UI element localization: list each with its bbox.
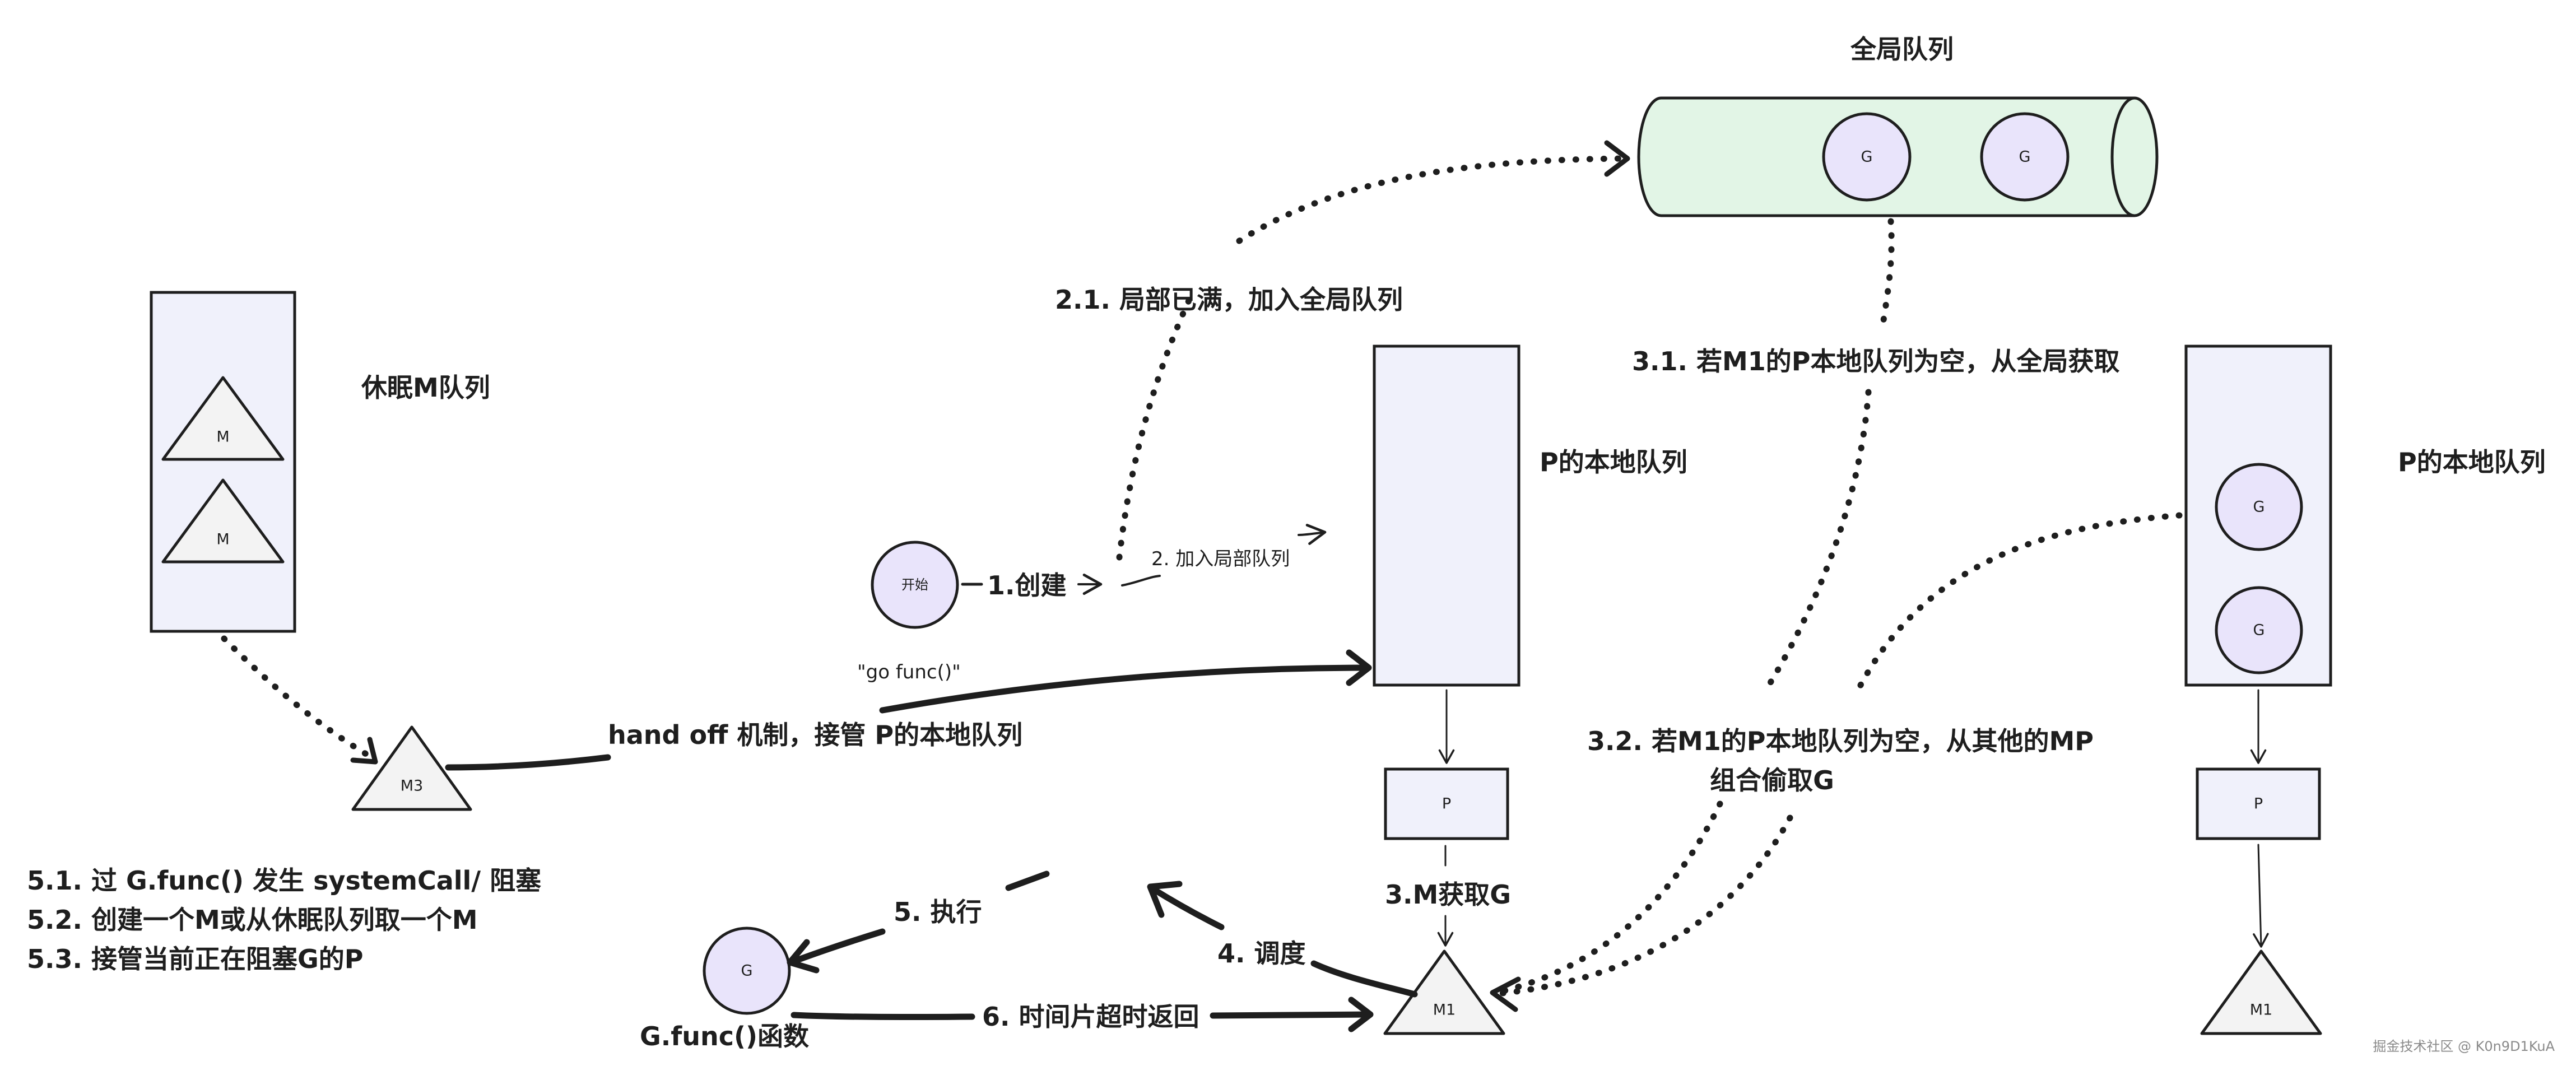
svg-text:5. 执行: 5. 执行 bbox=[894, 897, 982, 927]
right-p-queue-title: P的本地队列 bbox=[2398, 447, 2546, 477]
right-machine-m1: M1 bbox=[2200, 949, 2322, 1035]
g-func-caption: G.func()函数 bbox=[640, 1021, 809, 1051]
edge-handoff: "go func()" hand off 机制，接管 P的本地队列 bbox=[445, 649, 1372, 771]
note-1: 5.1. 过 G.func() 发生 systemCall/ 阻塞 bbox=[27, 865, 541, 896]
note-2: 5.2. 创建一个M或从休眠队列取一个M bbox=[27, 905, 478, 935]
edge-add-local: 2. 加入局部队列 bbox=[1121, 524, 1327, 586]
svg-text:G: G bbox=[2019, 148, 2031, 166]
svg-text:M: M bbox=[216, 531, 229, 548]
right-p-local-queue: G G bbox=[2184, 345, 2332, 687]
global-queue-g1: G bbox=[1822, 112, 1912, 202]
right-processor-p: P bbox=[2196, 767, 2321, 840]
svg-text:M3: M3 bbox=[401, 778, 423, 795]
svg-text:组合偷取G: 组合偷取G bbox=[1710, 765, 1834, 795]
global-queue: G G bbox=[1637, 96, 2159, 217]
sleep-m-queue: M M bbox=[150, 291, 296, 633]
start-node: 开始 bbox=[871, 541, 959, 629]
edge-sleep-to-m3 bbox=[221, 635, 378, 765]
svg-text:G: G bbox=[2253, 622, 2265, 639]
right-queue-g1: G bbox=[2215, 463, 2303, 551]
svg-text:开始: 开始 bbox=[901, 577, 928, 593]
notes: 5.1. 过 G.func() 发生 systemCall/ 阻塞 5.2. 创… bbox=[27, 865, 541, 974]
left-p-queue-title: P的本地队列 bbox=[1540, 447, 1687, 477]
g-func-node: G bbox=[703, 927, 791, 1015]
left-p-local-queue bbox=[1373, 345, 1521, 687]
svg-text:2. 加入局部队列: 2. 加入局部队列 bbox=[1151, 548, 1290, 570]
edge-execute: 5. 执行 bbox=[787, 870, 1050, 974]
edge-m-get-g: 3.M获取G bbox=[1385, 845, 1511, 947]
edge-right-p-to-m1 bbox=[2253, 844, 2269, 948]
svg-text:hand off 机制，接管 P的本地队列: hand off 机制，接管 P的本地队列 bbox=[608, 720, 1022, 750]
svg-text:1.创建: 1.创建 bbox=[987, 570, 1066, 600]
svg-text:P: P bbox=[2254, 795, 2263, 813]
svg-text:4. 调度: 4. 调度 bbox=[1217, 938, 1306, 969]
svg-text:G: G bbox=[741, 962, 753, 980]
edge-schedule: 4. 调度 bbox=[1147, 881, 1418, 998]
edge-local-full-to-global: 2.1. 局部已满，加入全局队列 bbox=[1055, 140, 1630, 561]
edge-global-fetch: 3.1. 若M1的P本地队列为空，从全局获取 bbox=[1498, 218, 2119, 995]
svg-text:G: G bbox=[1861, 148, 1873, 166]
svg-text:2.1. 局部已满，加入全局队列: 2.1. 局部已满，加入全局队列 bbox=[1055, 285, 1403, 315]
svg-text:G: G bbox=[2253, 499, 2265, 516]
note-3: 5.3. 接管当前正在阻塞G的P bbox=[27, 944, 363, 974]
svg-text:3.M获取G: 3.M获取G bbox=[1385, 879, 1511, 910]
edge-timeslice: 6. 时间片超时返回 bbox=[791, 997, 1374, 1032]
svg-text:M1: M1 bbox=[2250, 1002, 2272, 1019]
svg-text:M: M bbox=[216, 429, 229, 446]
right-queue-g2: G bbox=[2215, 586, 2303, 674]
left-processor-p: P bbox=[1384, 767, 1509, 840]
sleep-queue-m2: M bbox=[161, 478, 285, 564]
svg-text:M1: M1 bbox=[1433, 1002, 1456, 1019]
sleep-queue-m1: M bbox=[161, 376, 285, 461]
m3-node: M3 bbox=[351, 725, 472, 811]
edge-create: 1.创建 bbox=[961, 570, 1103, 600]
svg-text:6. 时间片超时返回: 6. 时间片超时返回 bbox=[982, 1002, 1199, 1032]
global-queue-title: 全局队列 bbox=[1850, 34, 1954, 64]
svg-text:P: P bbox=[1442, 795, 1451, 813]
svg-text:"go func()": "go func()" bbox=[857, 661, 961, 683]
svg-text:3.2. 若M1的P本地队列为空，从其他的MP: 3.2. 若M1的P本地队列为空，从其他的MP bbox=[1587, 726, 2094, 756]
watermark: 掘金技术社区 @ K0n9D1KuA bbox=[2373, 1039, 2555, 1054]
sleep-m-queue-title: 休眠M队列 bbox=[361, 373, 490, 403]
global-queue-g2: G bbox=[1980, 112, 2070, 202]
edge-steal: 3.2. 若M1的P本地队列为空，从其他的MP 组合偷取G bbox=[1487, 512, 2183, 1012]
svg-text:3.1. 若M1的P本地队列为空，从全局获取: 3.1. 若M1的P本地队列为空，从全局获取 bbox=[1632, 346, 2119, 376]
